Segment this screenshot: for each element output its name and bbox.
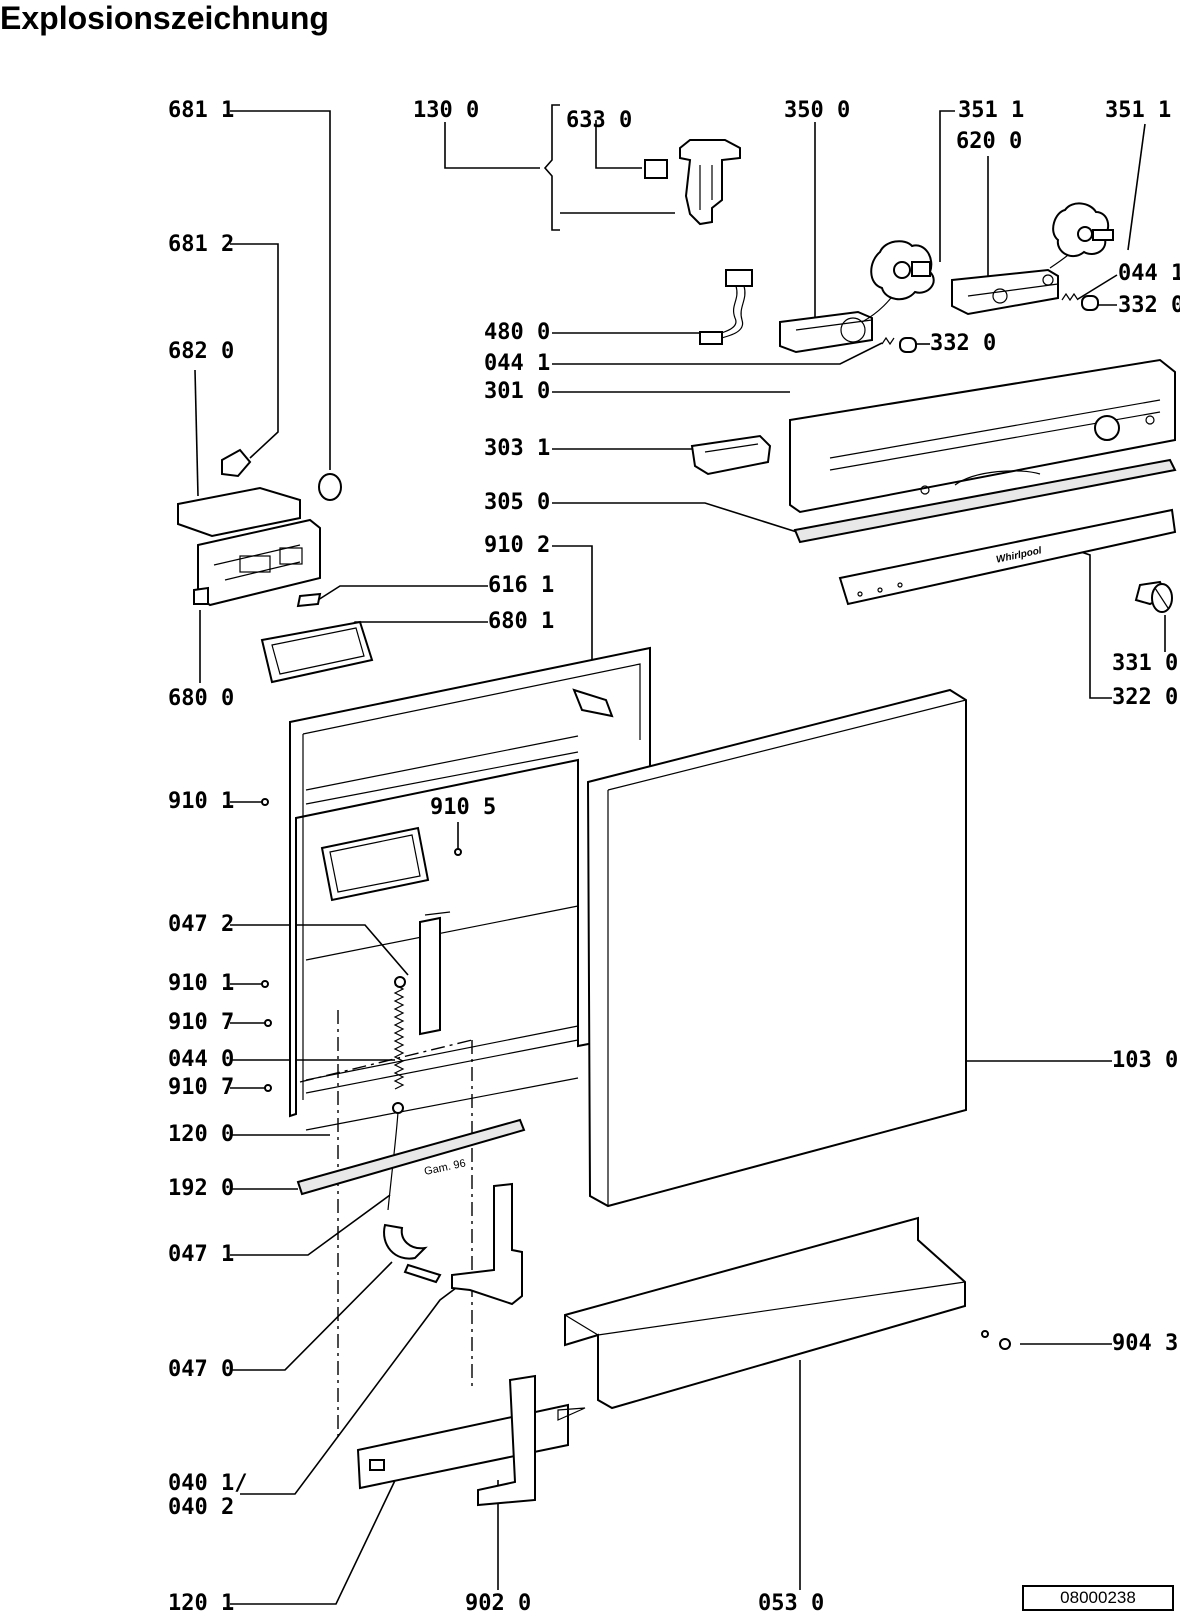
callout-332-0-b: 332 0	[930, 331, 997, 356]
dispenser-gasket	[260, 620, 374, 684]
fixing-bracket-part	[644, 139, 741, 226]
callout-910-7-b: 910 7	[168, 1075, 235, 1100]
callout-044-0: 044 0	[168, 1047, 235, 1072]
callout-682-0: 682 0	[168, 339, 235, 364]
alignment-lines	[299, 1010, 473, 1440]
page-title: Explosionszeichnung	[0, 0, 329, 36]
callout-633-0: 633 0	[566, 108, 633, 133]
control-panel-fascia	[789, 358, 1176, 514]
callout-331-0: 331 0	[1112, 651, 1179, 676]
rail-stamp: Gam. 96	[423, 1157, 467, 1178]
callout-192-0: 192 0	[168, 1176, 235, 1201]
callout-044-1-b: 044 1	[484, 351, 551, 376]
spring-and-bushing	[881, 292, 1099, 353]
callout-305-0: 305 0	[484, 490, 551, 515]
callout-351-1-a: 351 1	[958, 98, 1025, 123]
door-spring	[387, 976, 406, 1211]
detergent-dispenser	[177, 448, 342, 608]
callout-616-1: 616 1	[488, 573, 555, 598]
callout-680-0: 680 0	[168, 686, 235, 711]
callout-910-2: 910 2	[484, 533, 551, 558]
potentiometer-detail	[870, 240, 935, 301]
screw-icons	[261, 798, 462, 1092]
callout-303-1: 303 1	[484, 436, 551, 461]
door-base-panel	[356, 1374, 586, 1507]
drawing-number-box: 08000238	[1022, 1585, 1174, 1611]
callout-322-0: 322 0	[1112, 685, 1179, 710]
callout-681-2: 681 2	[168, 232, 235, 257]
callout-910-7-a: 910 7	[168, 1010, 235, 1035]
callout-044-1-a: 044 1	[1118, 261, 1180, 286]
callout-910-1-a: 910 1	[168, 789, 235, 814]
inner-door-panel	[289, 646, 651, 1131]
kick-plate	[564, 1216, 1011, 1410]
selector-shaft-detail	[1052, 202, 1114, 258]
callout-040-1: 040 1/	[168, 1471, 248, 1496]
callout-120-1: 120 1	[168, 1591, 235, 1616]
hinge-rail: Gam. 96	[296, 1118, 526, 1196]
callout-902-0: 902 0	[465, 1591, 532, 1616]
callout-040-2: 040 2	[168, 1495, 235, 1520]
callout-350-0: 350 0	[784, 98, 851, 123]
callout-680-1: 680 1	[488, 609, 555, 634]
callout-301-0: 301 0	[484, 379, 551, 404]
callout-047-2: 047 2	[168, 912, 235, 937]
selector-knob	[1134, 580, 1173, 613]
trim-strip	[793, 458, 1177, 544]
callout-480-0: 480 0	[484, 320, 551, 345]
callout-120-0: 120 0	[168, 1122, 235, 1147]
callout-351-1-b: 351 1	[1105, 98, 1172, 123]
callout-910-1-b: 910 1	[168, 971, 235, 996]
callout-053-0: 053 0	[758, 1591, 825, 1616]
decor-panel	[838, 508, 1177, 606]
callout-904-3: 904 3	[1112, 1331, 1179, 1356]
callout-332-0-a: 332 0	[1118, 293, 1180, 318]
callout-130-0: 130 0	[413, 98, 480, 123]
cable-harness	[699, 269, 753, 345]
callout-103-0: 103 0	[1112, 1048, 1179, 1073]
callout-047-1: 047 1	[168, 1242, 235, 1267]
outer-door	[586, 688, 967, 1208]
cable-pulley	[383, 1182, 523, 1306]
door-handle	[690, 434, 772, 476]
callout-620-0: 620 0	[956, 129, 1023, 154]
callout-681-1: 681 1	[168, 98, 235, 123]
callout-047-0: 047 0	[168, 1357, 235, 1382]
callout-910-5: 910 5	[430, 795, 497, 820]
